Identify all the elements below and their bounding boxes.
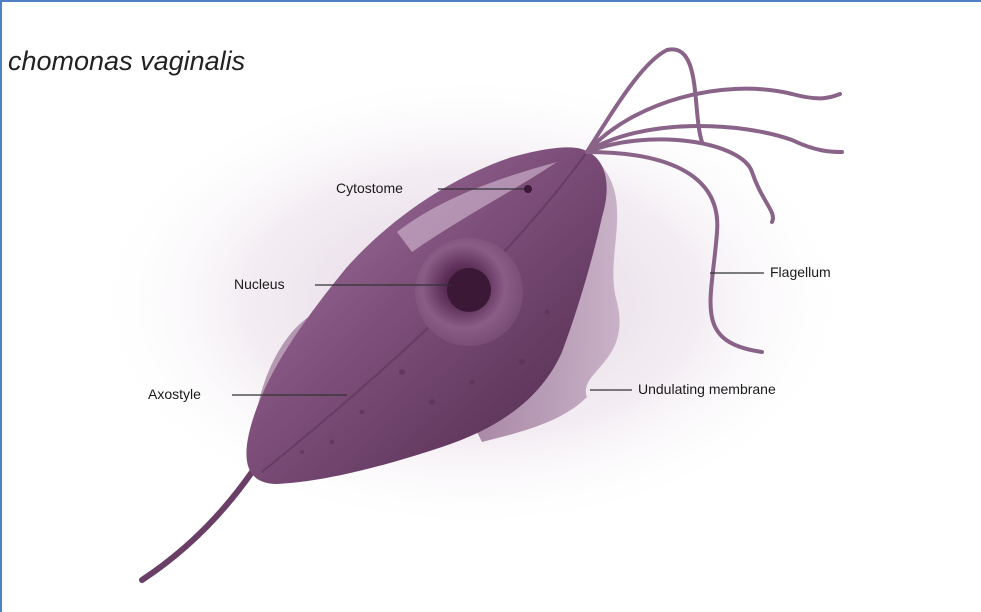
label-cytostome: Cytostome (336, 180, 403, 196)
nucleus-inner (447, 268, 491, 312)
axostyle-tail (142, 472, 252, 580)
label-nucleus: Nucleus (234, 276, 285, 292)
label-undulating-membrane: Undulating membrane (638, 381, 776, 397)
cytostome-dot (524, 185, 532, 193)
label-axostyle: Axostyle (148, 386, 201, 402)
label-flagellum: Flagellum (770, 264, 831, 280)
